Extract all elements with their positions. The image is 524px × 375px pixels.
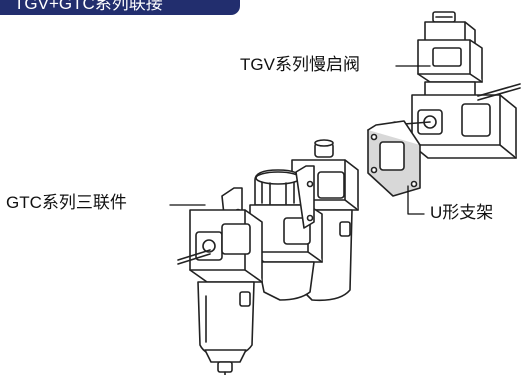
gtc-unit-drawing	[177, 139, 359, 375]
section-banner: TGV+GTC系列联接	[0, 0, 240, 15]
u-bracket-label: U形支架	[430, 203, 494, 222]
gtc-unit-label: GTC系列三联件	[6, 193, 127, 212]
banner-title: TGV+GTC系列联接	[14, 0, 163, 13]
u-bracket-drawing	[367, 120, 421, 197]
leader-lines	[169, 65, 431, 215]
tgv-valve-label: TGV系列慢启阀	[240, 55, 360, 74]
tgv-valve-drawing	[403, 11, 521, 159]
